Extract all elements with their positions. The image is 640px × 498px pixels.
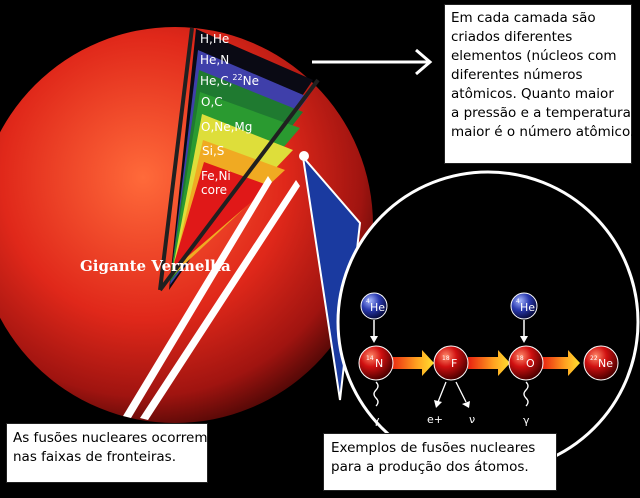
layer-label-core: Fe,Ni	[201, 169, 231, 183]
fusion-boundary-note-box: As fusões nucleares ocorrem nas faixas d…	[6, 423, 208, 483]
layer-labels: H,He He,N He,C,22Ne O,C O,Ne,Mg Si,S Fe,…	[200, 32, 259, 197]
layer-label-hhe: H,He	[200, 32, 229, 46]
layers-note-box: Em cada camada são criados diferentes el…	[444, 4, 636, 164]
layer-label-sis: Si,S	[202, 144, 224, 158]
nucleus-o18: 18 O	[508, 345, 544, 381]
svg-text:Ne: Ne	[598, 357, 613, 370]
nucleus-f18: 18 F	[433, 345, 469, 381]
layers-note-line: a pressão e a temperatura,	[451, 105, 636, 121]
emission-labels: γ e+ ν γ	[373, 413, 530, 427]
svg-text:18: 18	[442, 355, 450, 362]
layers-note-line: elementos (núcleos com	[451, 48, 617, 64]
emission-gamma-1: γ	[373, 414, 380, 427]
svg-text:4: 4	[366, 298, 370, 305]
layer-label-hecne: He,C,22Ne	[200, 73, 259, 88]
fusion-boundary-note-line: As fusões nucleares ocorrem	[13, 430, 208, 446]
emission-positron: e+	[427, 413, 443, 426]
reaction-arrows	[390, 350, 580, 376]
emission-lines	[373, 381, 529, 408]
svg-text:O: O	[526, 357, 535, 370]
fusion-examples-note-box: Exemplos de fusões nucleares para a prod…	[323, 433, 557, 491]
layers-note-line: criados diferentes	[451, 29, 573, 45]
svg-text:N: N	[375, 357, 383, 370]
emission-neutrino: ν	[469, 413, 475, 426]
layer-label-hen: He,N	[200, 53, 229, 67]
svg-text:F: F	[451, 357, 457, 370]
helium-nucleus-2: 4 He	[510, 292, 538, 320]
layers-note-line: Em cada camada são	[451, 10, 596, 26]
layer-label-oc: O,C	[201, 95, 223, 109]
nucleus-n14: 14 N	[358, 345, 394, 381]
fusion-examples-note-line: para a produção dos átomos.	[331, 459, 529, 475]
layers-note-line: maior é o número atômico.	[451, 124, 635, 140]
helium-nucleus-1: 4 He	[360, 292, 388, 320]
he-down-arrows	[370, 320, 528, 343]
svg-text:4: 4	[516, 298, 520, 305]
star-label: Gigante Vermelha	[80, 257, 231, 275]
svg-text:He: He	[520, 301, 535, 314]
pointers-fusion-boundary	[123, 176, 300, 420]
zoom-point	[299, 151, 309, 161]
layer-label-onemg: O,Ne,Mg	[201, 120, 252, 134]
svg-text:14: 14	[366, 355, 374, 362]
layers-note-line: atômicos. Quanto maior	[451, 86, 614, 102]
layers-note-line: diferentes números	[451, 67, 583, 83]
zoom-circle	[336, 170, 640, 474]
emission-gamma-2: γ	[523, 414, 530, 427]
reaction-chain: 4 He 4 He 14 N 18 F	[358, 292, 619, 427]
nucleus-ne22: 22 Ne	[583, 345, 619, 381]
layer-label-core-sub: core	[201, 183, 227, 197]
arrow-to-layers-note	[312, 48, 433, 76]
fusion-examples-note-line: Exemplos de fusões nucleares	[331, 440, 536, 456]
layer-wedges	[169, 29, 313, 290]
fusion-boundary-note-line: nas faixas de fronteiras.	[13, 449, 177, 465]
svg-text:22: 22	[590, 355, 598, 362]
svg-text:18: 18	[516, 355, 524, 362]
cut-outline	[158, 27, 320, 292]
svg-text:He: He	[370, 301, 385, 314]
